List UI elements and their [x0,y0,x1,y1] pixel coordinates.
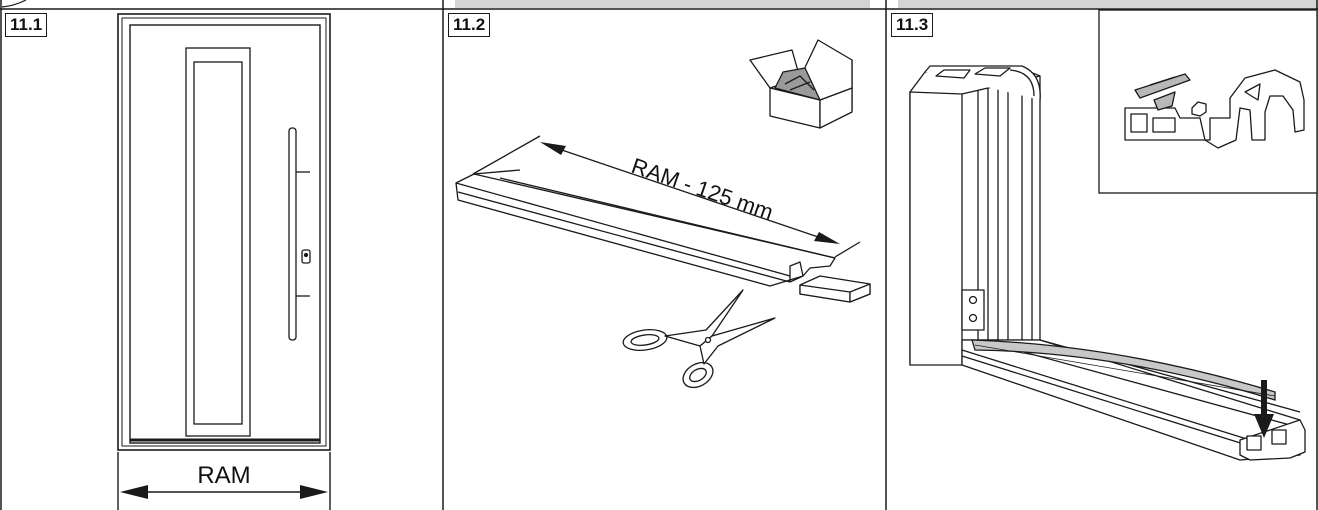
arrow-down-icon [1254,380,1274,438]
dimension-arrow-icon [472,135,861,258]
scissors-icon [622,289,776,389]
panel-1-number: 11.1 [5,13,48,37]
box-icon [749,39,853,129]
panel-2-number: 11.2 [448,13,491,37]
door-handle-icon [288,127,310,341]
lock-cylinder-icon [301,249,311,264]
panel-1-caption: RAM [197,462,250,489]
seal-strip-icon [971,339,1276,401]
seal-profile-icon [455,169,836,287]
panel-3-number: 11.3 [891,13,934,37]
frame-profile-icon [909,65,1306,461]
door-icon [117,13,331,451]
header-strip [0,0,1318,9]
profile-section-icon [1098,9,1318,194]
seal-cut-piece [799,275,871,303]
dimension-arrow-icon [117,452,331,510]
